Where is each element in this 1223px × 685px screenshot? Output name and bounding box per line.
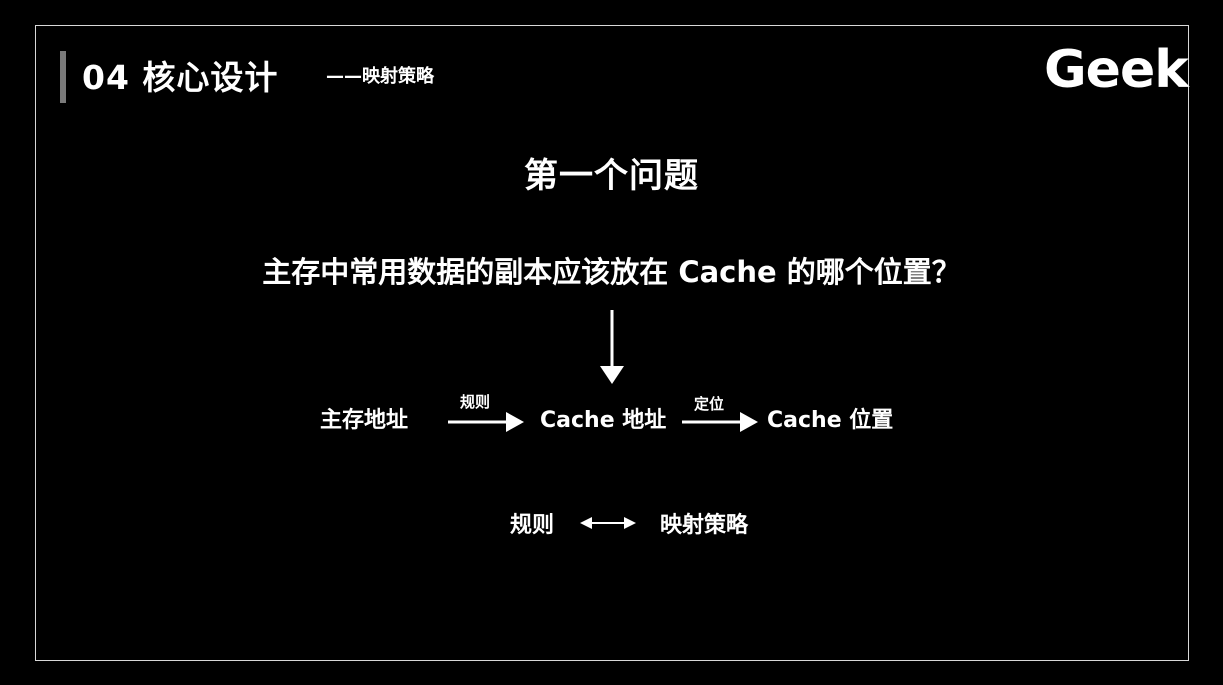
relation-left-label: 规则 — [510, 513, 555, 538]
question-text: 主存中常用数据的副本应该放在 Cache 的哪个位置？ — [262, 255, 961, 289]
flow-node-cache-position: Cache 位置 — [767, 408, 894, 433]
flow-edge-label-locate: 定位 — [694, 395, 725, 413]
flow-node-cache-address: Cache 地址 — [540, 408, 667, 433]
section-subtitle: ——映射策略 — [326, 66, 434, 87]
slide-frame — [35, 25, 1189, 661]
question-heading: 第一个问题 — [524, 156, 699, 196]
flow-node-main-memory-address: 主存地址 — [320, 408, 409, 433]
title-accent-bar — [60, 51, 66, 103]
flow-edge-label-rule: 规则 — [460, 393, 491, 411]
relation-right-label: 映射策略 — [660, 513, 749, 538]
section-title: 04 核心设计 — [82, 58, 279, 97]
geek-logo: Geek — [1044, 40, 1189, 100]
